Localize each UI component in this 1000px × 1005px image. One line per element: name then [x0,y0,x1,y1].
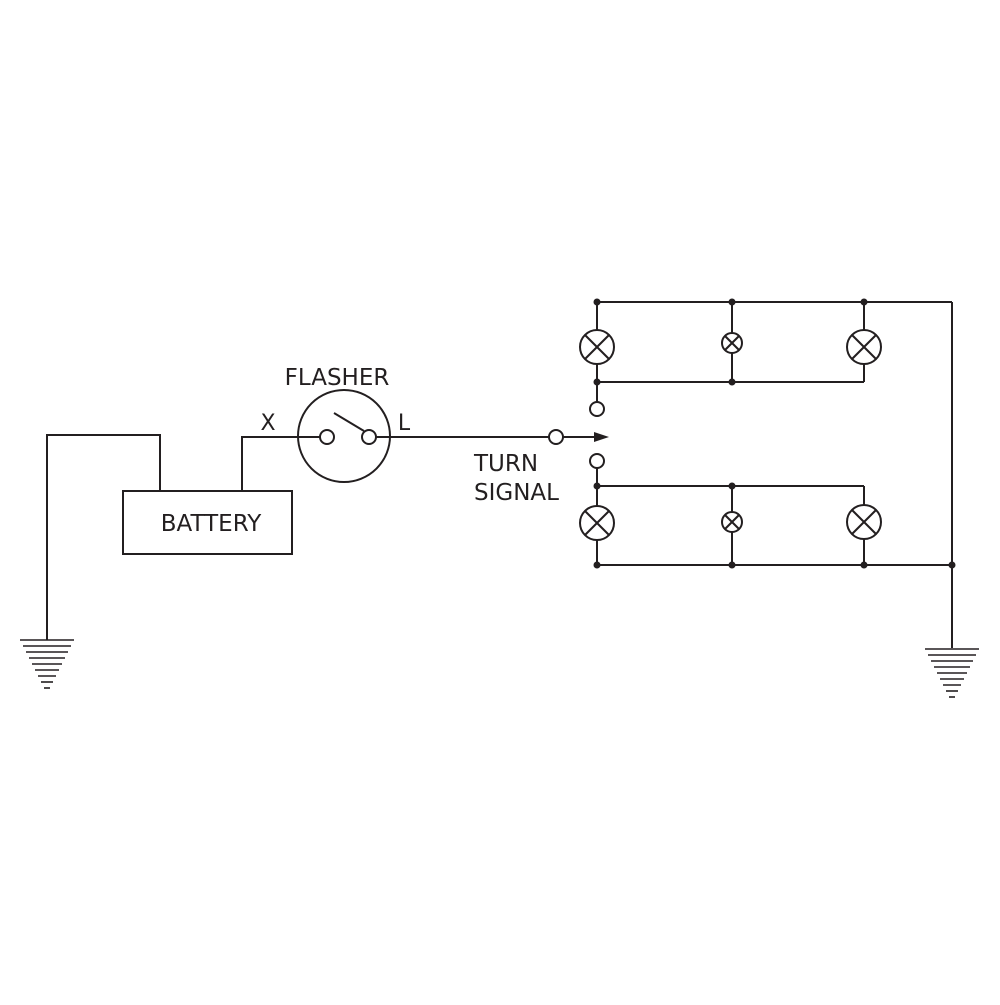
terminal-l-label: L [398,411,411,436]
upper-front-lamp [579,329,615,365]
lower-indicator-lamp [721,511,743,533]
upper-indicator-lamp [721,332,743,354]
turn-signal-label-line1: TURN [473,451,538,477]
left-ground-wire [46,434,161,640]
turn-signal-switch [548,401,609,469]
turn-signal-label-line2: SIGNAL [474,480,559,506]
battery-label: BATTERY [161,511,262,537]
upper-lamp-group [593,298,952,402]
battery-to-flasher-wire [241,436,326,491]
flasher-label: FLASHER [285,365,390,391]
flasher [297,389,391,483]
right-ground-symbol [925,648,979,698]
terminal-x-label: X [260,411,275,436]
left-ground-symbol [20,639,74,689]
lower-front-lamp [579,505,615,541]
lower-rear-lamp [846,504,882,540]
upper-rear-lamp [846,329,882,365]
lower-lamp-group [593,468,956,569]
battery: BATTERY [122,490,293,555]
